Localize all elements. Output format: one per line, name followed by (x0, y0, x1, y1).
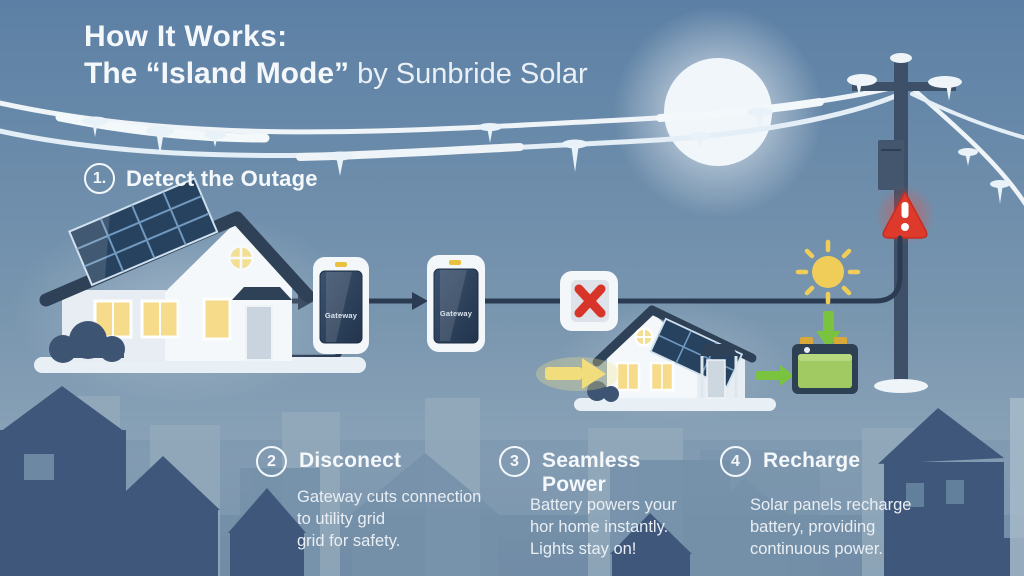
step-2-desc-line: to utility grid (297, 510, 386, 528)
step-2-description: Gateway cuts connection to utility grid … (297, 486, 512, 552)
step-3-desc-line: Battery powers your (530, 496, 677, 514)
battery-icon (792, 337, 858, 394)
step-3-description: Battery powers your hor home instantly. … (530, 494, 740, 560)
step-2-badge: 2 (256, 446, 287, 477)
step-3: 3 Seamless Power (499, 446, 659, 497)
solar-panel-icon (67, 177, 219, 287)
arrow-right-icon (756, 365, 794, 386)
step-4-title: Recharge (763, 449, 861, 472)
gateway-1-label: Gateway (325, 311, 358, 320)
gateway-2-label: Gateway (440, 309, 473, 318)
step-2-desc-line: grid for safety. (297, 532, 401, 550)
step-2-title: Disconect (299, 449, 402, 472)
step-4-desc-line: Solar panels recharge (750, 496, 912, 514)
step-3-title: Seamless Power (542, 449, 641, 496)
sun-icon (795, 239, 861, 305)
page-title-line1: How It Works: (84, 20, 288, 53)
warning-icon (875, 185, 935, 245)
step-4-description: Solar panels recharge battery, providing… (750, 494, 965, 560)
lit-windows (93, 297, 232, 341)
house-icon (557, 300, 787, 424)
step-3-badge: 3 (499, 446, 530, 477)
city-skyline (0, 386, 1024, 576)
house-icon (10, 177, 366, 406)
step-4: 4 Recharge (720, 446, 860, 477)
step-2-desc-line: Gateway cuts connection (297, 488, 482, 506)
step-4-desc-line: battery, providing (750, 518, 876, 536)
arrow-down-icon (816, 311, 841, 349)
step-1: 1. Detect the Outage (84, 163, 318, 194)
gateway-device-icon: Gateway (313, 257, 369, 354)
arrow-right-icon (536, 357, 620, 391)
icicles (82, 107, 1010, 204)
title-brand-name: by Sunbride Solar (349, 58, 588, 90)
step-4-badge: 4 (720, 446, 751, 477)
bush (49, 321, 125, 363)
step-1-badge: 1. (84, 163, 115, 194)
step-3-desc-line: Lights stay on! (530, 540, 637, 558)
gateway-device-icon: Gateway (427, 255, 485, 352)
title-block: How It Works: The “Island Mode” by Sunbr… (84, 18, 588, 93)
title-brand-mode: The “Island Mode” (84, 57, 350, 90)
step-2: 2 Disconect (256, 446, 401, 477)
step-3-desc-line: hor home instantly. (530, 518, 669, 536)
step-1-title: Detect the Outage (126, 165, 318, 191)
bush (587, 381, 619, 402)
page-title-line2: The “Island Mode” by Sunbride Solar (84, 55, 588, 93)
step-4-desc-line: continuous power. (750, 540, 884, 558)
